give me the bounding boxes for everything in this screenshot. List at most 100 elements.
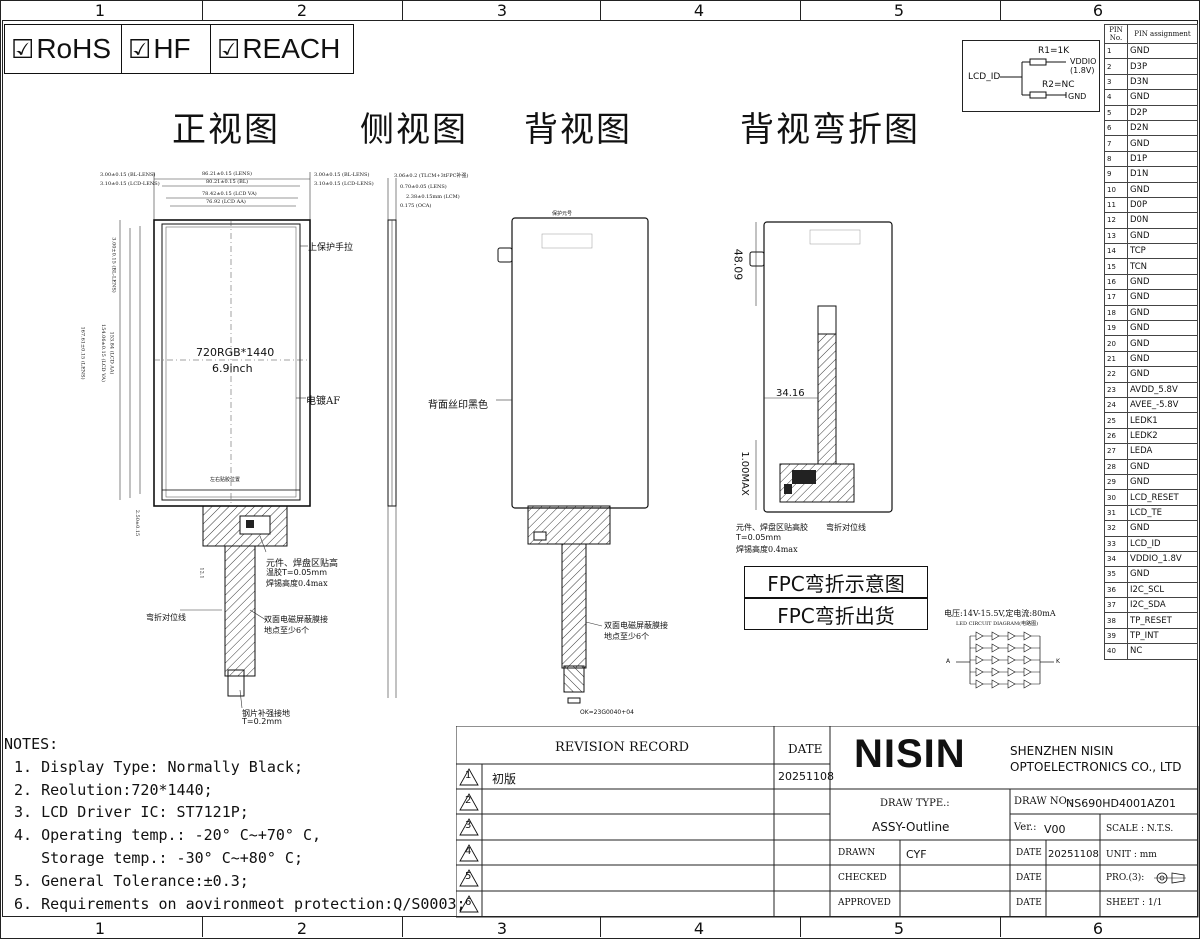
draw-no-value: NS690HD4001AZ01: [1066, 797, 1176, 810]
front-dim-lens: 86.21±0.15 (LENS): [202, 171, 252, 177]
side-dim-lcm: 2.38±0.15mm (LCM): [406, 194, 460, 200]
front-view-drawing: [119, 172, 311, 709]
pin-number: 25: [1104, 412, 1128, 429]
pin-number: 14: [1104, 243, 1128, 260]
pin-signal: D3N: [1127, 73, 1198, 91]
led-diode-icon: [975, 655, 984, 665]
gnd-label: GND: [1068, 92, 1087, 101]
checkbox-icon: ☑: [217, 33, 241, 64]
led-diode-icon: [975, 643, 984, 653]
pin-signal: GND: [1127, 289, 1198, 306]
pin-signal: NC: [1127, 643, 1198, 660]
r2-label: R2=NC: [1042, 80, 1075, 90]
front-dim-fpc: 2.50±0.15: [134, 509, 141, 537]
pin-signal: GND: [1127, 350, 1198, 368]
bent-callout-comp-2: T=0.05mm: [736, 533, 781, 542]
callout-protect-tab: 上保护手拉: [308, 243, 354, 253]
front-dim-left-lcd: 3.10±0.15 (LCD-LENS): [100, 181, 160, 187]
revision-number: 1: [465, 770, 472, 781]
revision-date: 20251108: [778, 770, 834, 783]
bent-dim-top: 48.09: [731, 248, 745, 281]
led-diode-icon: [991, 655, 1000, 665]
zone-marker: 6: [1092, 1, 1104, 20]
scale-value: SCALE : N.T.S.: [1106, 824, 1174, 834]
zone-marker: 1: [94, 1, 106, 20]
callout-shield-1: 双面电磁屏蔽膜接: [264, 615, 328, 624]
pin-signal: GND: [1127, 135, 1198, 152]
front-dim-lcd-va: 78.42±0.15 (LCD VA): [202, 191, 257, 197]
callout-stiffener-2: T=0.2mm: [242, 717, 282, 726]
pin-number: 5: [1104, 104, 1128, 121]
pin-signal: I2C_SCL: [1127, 581, 1198, 599]
title-back-view: 背视图: [524, 110, 632, 150]
zone-divider: [600, 0, 601, 20]
pin-number: 2: [1104, 58, 1128, 75]
callout-shield-2: 地点至少6个: [264, 626, 310, 635]
pin-signal: GND: [1127, 89, 1198, 106]
note-item: 2. Reolution:720*1440;: [14, 780, 213, 799]
bent-dim-mid: 34.16: [776, 388, 805, 399]
led-diode-icon: [1023, 655, 1032, 665]
led-anode-label: A: [946, 658, 951, 665]
checkbox-icon: ☑: [128, 33, 152, 64]
zone-divider: [402, 0, 403, 20]
led-diode-icon: [1007, 655, 1016, 665]
callout-af-coating: 电镀AF: [306, 396, 341, 407]
callout-bend-line: 弯折对位线: [146, 613, 186, 622]
pin-signal: D2N: [1127, 119, 1198, 137]
notes-block: NOTES:1. Display Type: Normally Black;2.…: [4, 733, 466, 915]
cert-rohs: ☑RoHS: [4, 24, 122, 74]
bent-callout-comp-1: 元件、焊盘区贴高胶: [736, 523, 808, 532]
cert-reach: ☑REACH: [210, 24, 354, 74]
note-item: 4. Operating temp.: -20° C~+70° C,: [14, 826, 322, 845]
title-side-view: 侧视图: [360, 110, 468, 150]
pin-signal: LEDK1: [1127, 412, 1198, 429]
pin-number: 21: [1104, 350, 1128, 368]
pin-signal: GND: [1127, 473, 1198, 491]
note-item: 1. Display Type: Normally Black;: [14, 757, 303, 776]
pin-signal: D0P: [1127, 196, 1198, 214]
pin-signal: D1P: [1127, 150, 1198, 168]
bent-callout-comp-3: 焊锡高度0.4max: [736, 545, 798, 554]
r1-label: R1=1K: [1038, 46, 1070, 56]
side-view-drawing: [387, 178, 397, 698]
projection-label: PRO.(3):: [1106, 873, 1145, 883]
pin-signal: LCD_TE: [1127, 504, 1198, 522]
led-cathode-label: K: [1056, 658, 1060, 665]
pin-signal: GND: [1127, 227, 1198, 245]
pin-number: 39: [1104, 627, 1128, 645]
side-dim-total: 3.06±0.2 (TLCM+3tFPC补强): [394, 173, 469, 179]
sheet-value: SHEET : 1/1: [1106, 898, 1163, 908]
revision-text: 初版: [492, 772, 517, 786]
callout-comp-glue-3: 焊锡高度0.4max: [266, 579, 328, 588]
fpc-bend-diagram-label: FPC弯折示意图: [744, 566, 928, 598]
zone-marker: 4: [693, 919, 705, 938]
callout-comp-glue-2: 温胶T=0.05mm: [266, 568, 327, 577]
pin-number: 10: [1104, 181, 1128, 198]
revision-number: 5: [465, 871, 472, 882]
pin-signal: GND: [1127, 366, 1198, 383]
pin-number: 24: [1104, 396, 1128, 414]
pin-number: 30: [1104, 489, 1128, 506]
company-logo: NISIN: [854, 732, 966, 776]
back-part-number: OK=23G0040+04: [580, 709, 634, 716]
front-dim-fpc-length: 12.1: [198, 567, 205, 579]
back-callout-shield-1: 双面电磁屏蔽膜接: [604, 621, 668, 630]
revision-record-title: REVISION RECORD: [555, 740, 690, 755]
note-item: 6. Requirements on aovironmeot protectio…: [14, 894, 466, 913]
date-value: 20251108: [1048, 849, 1099, 860]
pin-number: 29: [1104, 473, 1128, 491]
pin-number: 9: [1104, 166, 1128, 183]
